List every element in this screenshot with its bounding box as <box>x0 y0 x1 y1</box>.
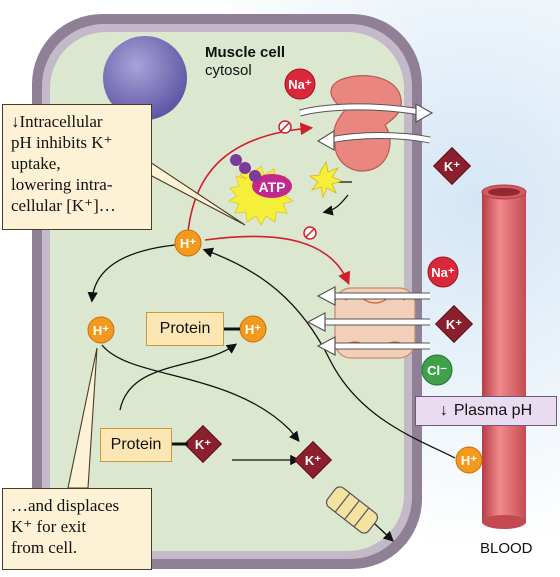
arrow-h-to-cytosol <box>87 244 176 303</box>
svg-text:H⁺: H⁺ <box>245 322 261 337</box>
bottom-callout: …and displaces K⁺ for exit from cell. <box>2 488 152 570</box>
nucleus <box>103 36 187 120</box>
na-ion-mid: Na⁺ <box>427 256 459 288</box>
svg-text:Cl⁻: Cl⁻ <box>427 363 447 378</box>
svg-text:K⁺: K⁺ <box>446 317 462 332</box>
svg-text:H⁺: H⁺ <box>180 236 196 251</box>
cl-ion: Cl⁻ <box>421 354 453 386</box>
svg-text:Na⁺: Na⁺ <box>431 265 455 280</box>
protein-box-bottom: Protein <box>100 428 172 462</box>
down-arrow-icon: ↓ <box>11 112 20 131</box>
k-ion-top: K⁺ <box>432 146 472 186</box>
inhibit-arrow-cotransporter <box>204 235 351 285</box>
top-callout: ↓Intracellular pH inhibits K⁺ uptake, lo… <box>2 104 152 230</box>
svg-text:H⁺: H⁺ <box>461 453 477 468</box>
protein-box-top: Protein <box>146 312 224 346</box>
inhibit-symbol-1 <box>278 120 292 134</box>
top-callout-line-5: cellular [K⁺]… <box>11 196 116 215</box>
plasma-ph-box: ↓ Plasma pH <box>415 396 557 426</box>
h-ion-plasma: H⁺ <box>455 446 483 474</box>
k-ion-protein: K⁺ <box>183 424 223 464</box>
bottom-callout-line-3: from cell. <box>11 538 78 557</box>
arrow-h-displaces-k <box>101 344 300 443</box>
cell-title: Muscle cell <box>205 44 286 61</box>
arrow-plasma-h-entry <box>202 247 456 459</box>
na-ion-top: Na⁺ <box>284 68 316 100</box>
svg-text:K⁺: K⁺ <box>195 437 211 452</box>
bottom-callout-line-1: …and displaces <box>11 496 120 515</box>
nkcc-cotransporter <box>306 286 430 359</box>
k-ion-mid: K⁺ <box>434 304 474 344</box>
svg-text:H⁺: H⁺ <box>93 323 109 338</box>
svg-text:K⁺: K⁺ <box>305 453 321 468</box>
h-ion-cytosol: H⁺ <box>87 316 115 344</box>
k-ion-free: K⁺ <box>293 440 333 480</box>
cell-subtitle: cytosol <box>205 62 252 79</box>
arrow-adp <box>322 194 349 216</box>
bottom-callout-line-2: K⁺ for exit <box>11 517 87 536</box>
top-callout-line-2: pH inhibits K⁺ <box>11 133 113 152</box>
h-ion-protein: H⁺ <box>239 315 267 343</box>
down-arrow-icon: ↓ <box>439 402 448 419</box>
top-callout-line-3: uptake, <box>11 154 61 173</box>
svg-text:K⁺: K⁺ <box>444 159 460 174</box>
top-callout-line-1: ↓Intracellular <box>11 112 103 131</box>
blood-vessel <box>481 184 527 529</box>
top-callout-line-4: lowering intra- <box>11 175 113 194</box>
arrow-protein-binds-h <box>119 343 238 411</box>
plasma-ph-label: Plasma pH <box>453 402 533 419</box>
inhibit-symbol-2 <box>303 226 317 240</box>
atp-label: ATP <box>259 179 286 195</box>
atp-molecule <box>228 154 344 226</box>
blood-label: BLOOD <box>480 540 533 557</box>
svg-text:Na⁺: Na⁺ <box>288 77 312 92</box>
k-channel <box>325 486 379 534</box>
h-ion-main: H⁺ <box>174 229 202 257</box>
na-k-pump <box>299 75 434 172</box>
